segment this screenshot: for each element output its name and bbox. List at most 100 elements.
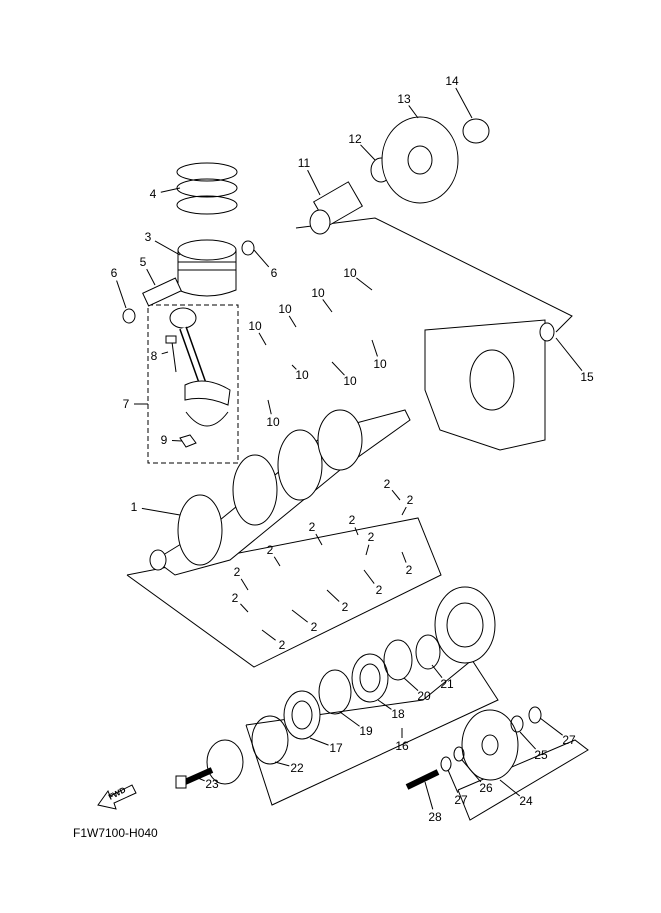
callout-5: 5 bbox=[139, 255, 147, 269]
leader-line-6 bbox=[253, 249, 270, 268]
callout-2: 2 bbox=[383, 477, 391, 491]
circlip-21 bbox=[415, 634, 441, 670]
callout-4: 4 bbox=[149, 187, 157, 201]
gear-22 bbox=[206, 739, 244, 785]
sleeve-11 bbox=[309, 181, 364, 235]
callout-2: 2 bbox=[310, 620, 318, 634]
crankshaft bbox=[149, 409, 411, 576]
leader-line-10 bbox=[331, 361, 345, 376]
callout-6: 6 bbox=[270, 266, 278, 280]
group-outline-output bbox=[245, 659, 499, 806]
callout-14: 14 bbox=[445, 74, 459, 88]
leader-line-2 bbox=[240, 578, 249, 591]
callout-2: 2 bbox=[375, 583, 383, 597]
callout-15: 15 bbox=[580, 370, 594, 384]
leader-lines bbox=[116, 87, 583, 810]
callout-22: 22 bbox=[290, 761, 304, 775]
leader-line-18 bbox=[377, 699, 392, 710]
callout-2: 2 bbox=[341, 600, 349, 614]
callout-2: 2 bbox=[308, 520, 316, 534]
callout-2: 2 bbox=[348, 513, 356, 527]
group-outline-main-bearings bbox=[126, 517, 442, 668]
leader-line-2 bbox=[354, 527, 359, 536]
nut bbox=[179, 434, 197, 448]
leader-line-23 bbox=[197, 777, 205, 782]
callout-6: 6 bbox=[110, 266, 118, 280]
starter-clutch bbox=[434, 586, 496, 664]
callout-7: 7 bbox=[122, 397, 130, 411]
washer-26 bbox=[453, 746, 465, 762]
callout-28: 28 bbox=[428, 810, 442, 824]
leader-line-21 bbox=[431, 664, 443, 679]
callout-1: 1 bbox=[130, 500, 138, 514]
cap-14 bbox=[462, 118, 490, 144]
callout-2: 2 bbox=[266, 543, 274, 557]
leader-line-2 bbox=[401, 506, 407, 516]
leader-line-5 bbox=[146, 268, 156, 286]
leader-line-4 bbox=[160, 187, 181, 193]
callout-19: 19 bbox=[359, 724, 373, 738]
leader-line-8 bbox=[161, 351, 169, 355]
callout-8: 8 bbox=[150, 349, 158, 363]
leader-line-12 bbox=[360, 144, 376, 161]
piston-rings bbox=[176, 162, 238, 215]
callout-2: 2 bbox=[278, 638, 286, 652]
callout-11: 11 bbox=[297, 156, 311, 170]
leader-line-10 bbox=[291, 364, 297, 370]
washer-25 bbox=[510, 715, 524, 733]
leader-line-2 bbox=[315, 533, 323, 546]
circlip-right bbox=[241, 240, 255, 256]
callout-17: 17 bbox=[329, 741, 343, 755]
leader-line-2 bbox=[363, 569, 375, 584]
callout-2: 2 bbox=[367, 530, 375, 544]
leader-line-2 bbox=[240, 603, 249, 613]
callout-3: 3 bbox=[144, 230, 152, 244]
callout-2: 2 bbox=[233, 565, 241, 579]
callout-9: 9 bbox=[160, 433, 168, 447]
callout-2: 2 bbox=[406, 493, 414, 507]
callout-24: 24 bbox=[519, 794, 533, 808]
leader-line-27 bbox=[447, 769, 459, 793]
leader-line-10 bbox=[371, 339, 378, 357]
callout-16: 16 bbox=[395, 739, 409, 753]
leader-line-15 bbox=[555, 337, 583, 372]
callout-27: 27 bbox=[562, 733, 576, 747]
leader-line-10 bbox=[267, 399, 272, 415]
circlip-27-upper bbox=[528, 706, 542, 724]
callout-10: 10 bbox=[295, 368, 309, 382]
group-outline-cover bbox=[295, 217, 573, 333]
circlip-27-lower bbox=[440, 756, 452, 772]
callout-10: 10 bbox=[266, 415, 280, 429]
leader-line-10 bbox=[356, 277, 373, 291]
seal-15 bbox=[539, 322, 555, 342]
leader-line-20 bbox=[403, 677, 419, 692]
group-outline-gear bbox=[457, 739, 589, 821]
leader-line-3 bbox=[154, 240, 181, 256]
callout-10: 10 bbox=[343, 374, 357, 388]
callout-10: 10 bbox=[278, 302, 292, 316]
callout-18: 18 bbox=[391, 707, 405, 721]
washer-19 bbox=[318, 669, 352, 715]
leader-line-10 bbox=[288, 315, 297, 328]
callout-2: 2 bbox=[405, 563, 413, 577]
leader-line-24 bbox=[499, 779, 521, 797]
washer-20 bbox=[383, 639, 413, 681]
circlip-left bbox=[122, 308, 136, 324]
fwd-arrow-icon bbox=[96, 781, 140, 811]
bearing-17 bbox=[283, 690, 321, 740]
piston bbox=[177, 239, 237, 297]
leader-line-1 bbox=[141, 507, 181, 516]
callout-26: 26 bbox=[479, 781, 493, 795]
leader-line-27 bbox=[539, 717, 563, 736]
diagram-code: F1W7100-H040 bbox=[73, 826, 158, 840]
leader-line-2 bbox=[391, 489, 401, 501]
leader-line-28 bbox=[424, 781, 434, 810]
callout-10: 10 bbox=[311, 286, 325, 300]
leader-line-17 bbox=[309, 737, 329, 746]
callout-10: 10 bbox=[248, 319, 262, 333]
leader-line-26 bbox=[461, 759, 482, 783]
leader-line-2 bbox=[401, 551, 407, 563]
bearing-18 bbox=[351, 653, 389, 703]
